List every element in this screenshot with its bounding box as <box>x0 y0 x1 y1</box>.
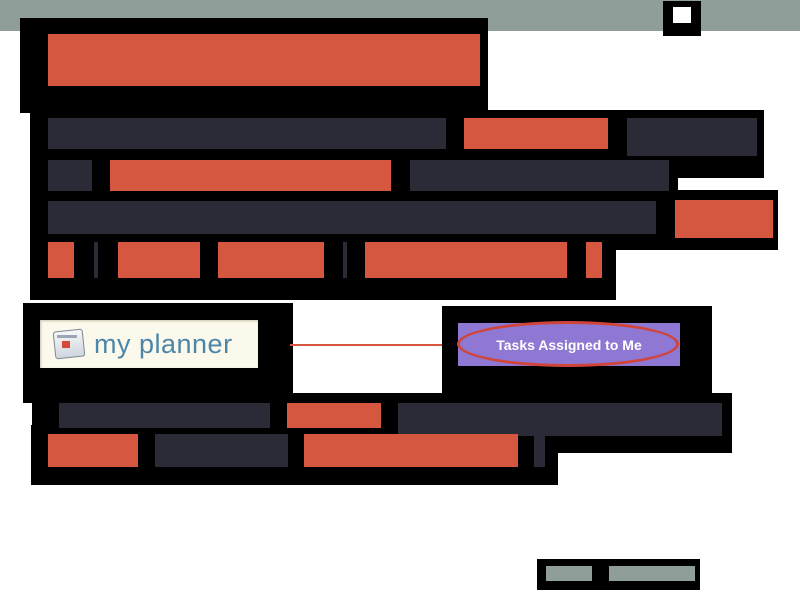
page-heading-redacted <box>48 34 480 86</box>
my-planner-logo[interactable]: my planner <box>40 320 258 368</box>
planner-calendar-icon <box>52 328 86 360</box>
redacted-text <box>59 403 270 428</box>
redacted-text <box>48 201 656 234</box>
redacted-link[interactable] <box>110 160 391 191</box>
redacted-link[interactable] <box>218 242 324 278</box>
redacted-text <box>627 118 757 156</box>
calendar-marker <box>62 341 70 348</box>
redacted-text <box>94 242 98 278</box>
logo-text: my planner <box>94 328 233 359</box>
bottom-button-left[interactable] <box>546 566 592 581</box>
redacted-link[interactable] <box>464 118 608 149</box>
window-control-icon <box>673 7 691 23</box>
redacted-link[interactable] <box>304 434 518 467</box>
redacted-link[interactable] <box>675 200 773 238</box>
redacted-text <box>155 434 288 467</box>
annotation-connector-line <box>290 344 444 346</box>
redacted-link[interactable] <box>586 242 602 278</box>
redacted-text <box>48 118 446 149</box>
tasks-assigned-button[interactable]: Tasks Assigned to Me <box>458 323 680 366</box>
redacted-link[interactable] <box>48 434 138 467</box>
window-control-button[interactable] <box>663 1 701 36</box>
redacted-text <box>343 242 347 278</box>
redacted-text <box>48 160 92 191</box>
redacted-text <box>398 403 722 436</box>
redacted-link[interactable] <box>48 242 74 278</box>
redacted-link[interactable] <box>365 242 567 278</box>
redacted-text <box>534 434 545 467</box>
redacted-text <box>410 160 669 191</box>
redacted-link[interactable] <box>287 403 381 428</box>
calendar-header-bar <box>57 335 77 338</box>
bottom-button-right[interactable] <box>609 566 695 581</box>
redacted-link[interactable] <box>118 242 200 278</box>
